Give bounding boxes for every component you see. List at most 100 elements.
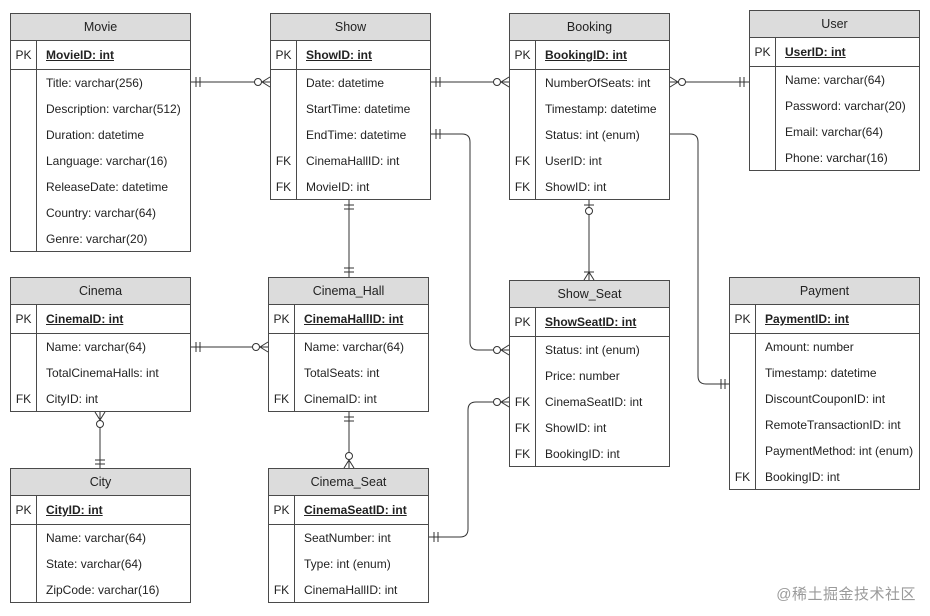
rel-show-cinema-hall xyxy=(344,200,354,277)
field-row: ZipCode: varchar(16) xyxy=(11,577,190,603)
city-title: City xyxy=(11,469,190,496)
field-row: Duration: datetime xyxy=(11,122,190,148)
field-row: FK CinemaSeatID: int xyxy=(510,389,669,415)
field-label: SeatNumber: int xyxy=(304,531,391,545)
field-label: UserID: int xyxy=(785,45,846,59)
show-title: Show xyxy=(271,14,430,41)
cinema-seat-title: Cinema_Seat xyxy=(269,469,428,496)
field-row: Price: number xyxy=(510,363,669,389)
field-label: CityID: int xyxy=(46,392,99,406)
key-label: PK xyxy=(514,315,531,329)
key-column-divider xyxy=(775,37,776,170)
rel-show-booking xyxy=(431,76,510,88)
payment-pk-row: PK PaymentID: int xyxy=(730,305,919,334)
field-label: TotalCinemaHalls: int xyxy=(46,366,159,380)
key-label: FK xyxy=(514,180,531,194)
show-seat-pk-row: PK ShowSeatID: int xyxy=(510,308,669,337)
field-label: CinemaSeatID: int xyxy=(545,395,643,409)
field-label: Price: number xyxy=(545,369,620,383)
field-row: Name: varchar(64) xyxy=(11,334,190,360)
key-label: FK xyxy=(514,395,531,409)
field-row: Type: int (enum) xyxy=(269,551,428,577)
field-label: RemoteTransactionID: int xyxy=(765,418,901,432)
field-label: BookingID: int xyxy=(545,447,620,461)
field-label: MovieID: int xyxy=(306,180,370,194)
key-column-divider xyxy=(535,40,536,199)
field-label: NumberOfSeats: int xyxy=(545,76,651,90)
field-label: Language: varchar(16) xyxy=(46,154,168,168)
field-label: State: varchar(64) xyxy=(46,557,143,571)
field-label: Type: int (enum) xyxy=(304,557,391,571)
rel-cinema-cinema-hall xyxy=(191,341,269,353)
field-row: Description: varchar(512) xyxy=(11,96,190,122)
field-row: Timestamp: datetime xyxy=(510,96,669,122)
key-label: FK xyxy=(273,392,290,406)
key-label: PK xyxy=(15,48,32,62)
key-column-divider xyxy=(294,304,295,411)
field-label: Timestamp: datetime xyxy=(765,366,877,380)
field-label: ShowSeatID: int xyxy=(545,315,637,329)
key-label: PK xyxy=(15,503,32,517)
field-row: NumberOfSeats: int xyxy=(510,70,669,96)
key-label: FK xyxy=(514,421,531,435)
field-label: BookingID: int xyxy=(545,48,627,62)
field-label: Password: varchar(20) xyxy=(785,99,906,113)
field-row: Phone: varchar(16) xyxy=(750,145,919,171)
rel-cinema-hall-cinema-seat xyxy=(343,412,355,469)
cinema-seat-pk-row: PK CinemaSeatID: int xyxy=(269,496,428,525)
field-label: Duration: datetime xyxy=(46,128,145,142)
key-label: PK xyxy=(514,48,531,62)
field-label: Name: varchar(64) xyxy=(785,73,886,87)
field-row: Amount: number xyxy=(730,334,919,360)
field-label: PaymentID: int xyxy=(765,312,850,326)
booking-title: Booking xyxy=(510,14,669,41)
field-row: Name: varchar(64) xyxy=(11,525,190,551)
key-label: PK xyxy=(734,312,751,326)
key-label: FK xyxy=(734,470,751,484)
field-label: BookingID: int xyxy=(765,470,840,484)
key-label: PK xyxy=(275,48,292,62)
field-row: ReleaseDate: datetime xyxy=(11,174,190,200)
field-label: Title: varchar(256) xyxy=(46,76,143,90)
key-column-divider xyxy=(36,304,37,411)
rel-booking-payment xyxy=(670,133,729,389)
field-label: Amount: number xyxy=(765,340,854,354)
field-row: StartTime: datetime xyxy=(271,96,430,122)
field-label: ZipCode: varchar(16) xyxy=(46,583,160,597)
field-row: Name: varchar(64) xyxy=(750,67,919,93)
key-label: FK xyxy=(273,583,290,597)
field-label: Date: datetime xyxy=(306,76,385,90)
field-row: TotalSeats: int xyxy=(269,360,428,386)
field-label: MovieID: int xyxy=(46,48,114,62)
field-row: Status: int (enum) xyxy=(510,122,669,148)
field-label: Name: varchar(64) xyxy=(46,531,147,545)
field-label: CinemaSeatID: int xyxy=(304,503,407,517)
rel-movie-show xyxy=(191,76,271,88)
key-label: PK xyxy=(273,503,290,517)
field-row: SeatNumber: int xyxy=(269,525,428,551)
key-label: FK xyxy=(275,154,292,168)
key-column-divider xyxy=(535,307,536,466)
field-label: ReleaseDate: datetime xyxy=(46,180,169,194)
key-column-divider xyxy=(36,40,37,251)
city-fields: Name: varchar(64) State: varchar(64) ZipCo… xyxy=(11,525,190,603)
